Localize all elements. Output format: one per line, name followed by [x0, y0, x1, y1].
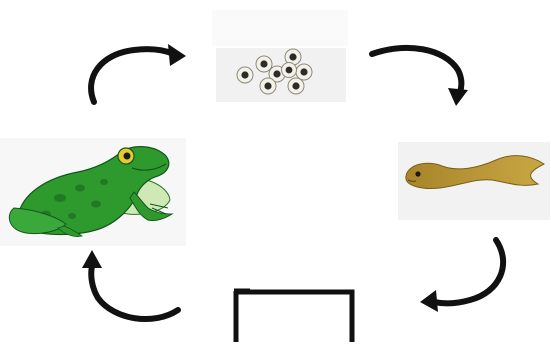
empty-box-icon	[233, 288, 355, 342]
arrow-blank-to-frog	[82, 250, 181, 323]
tadpole-stage	[398, 142, 550, 220]
arrow-eggs-to-tadpole	[369, 44, 468, 106]
eggs-panel-background	[212, 10, 348, 46]
eggs-stage	[216, 48, 346, 102]
arrow-tadpole-to-blank	[420, 237, 507, 312]
adult-frog-stage	[0, 138, 186, 246]
frog-icon	[8, 146, 174, 237]
missing-stage-box	[230, 286, 358, 342]
frog-eggs-icon	[236, 48, 313, 95]
arrow-frog-to-eggs	[88, 44, 186, 105]
tadpole-icon	[405, 155, 545, 189]
